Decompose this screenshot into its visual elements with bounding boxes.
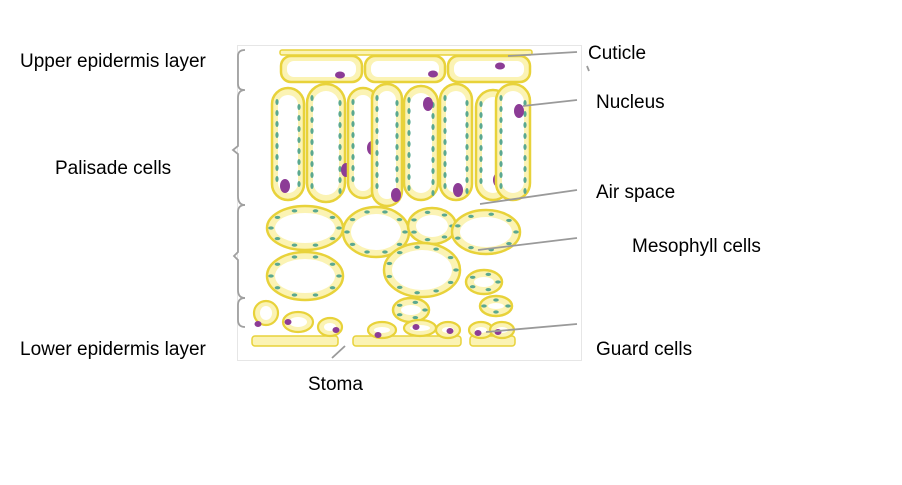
label-air-space: Air space <box>596 182 676 203</box>
palisade-cell <box>370 82 404 208</box>
mesophyll-cell <box>265 250 345 302</box>
lower-cell <box>402 318 438 338</box>
nucleus <box>374 332 382 338</box>
palisade-cell <box>270 86 306 202</box>
palisade-cell <box>402 84 440 202</box>
upper-epidermis-bracket <box>237 49 246 91</box>
mesophyll-cell <box>406 206 458 246</box>
cuticle-tick <box>586 65 590 72</box>
nucleus <box>446 328 454 334</box>
lower-cell <box>467 320 495 340</box>
lower-cell <box>316 316 344 338</box>
label-palisade-cells: Palisade cells <box>55 158 172 179</box>
mesophyll-cell <box>464 268 504 296</box>
mesophyll-cell <box>450 208 522 256</box>
label-upper-epidermis: Upper epidermis layer <box>20 51 206 72</box>
mesophyll-leader <box>477 237 578 251</box>
mesophyll-bracket <box>232 204 246 299</box>
nucleus <box>391 188 401 202</box>
nucleus <box>412 324 420 330</box>
nucleus-leader <box>522 99 578 107</box>
leader-lines <box>331 51 590 359</box>
label-cuticle: Cuticle <box>588 43 647 64</box>
guard-cells-leader <box>485 323 578 333</box>
nucleus <box>254 321 262 327</box>
label-nucleus: Nucleus <box>596 92 665 113</box>
mesophyll-cell <box>391 296 431 324</box>
nucleus <box>284 319 292 325</box>
nucleus <box>514 104 524 118</box>
lower-cell <box>434 320 462 340</box>
mesophyll-cell <box>265 204 345 252</box>
nucleus <box>332 327 340 333</box>
air-space-leader <box>479 189 578 205</box>
palisade-cell <box>494 82 532 202</box>
palisade-cells <box>270 82 532 208</box>
label-mesophyll-cells: Mesophyll cells <box>632 236 761 257</box>
mesophyll-cell <box>382 241 462 299</box>
lower-cell <box>366 320 398 340</box>
palisade-cell <box>346 86 380 200</box>
label-guard-cells: Guard cells <box>596 339 693 360</box>
palisade-cell <box>438 82 474 202</box>
label-lower-epidermis: Lower epidermis layer <box>20 339 206 360</box>
label-stoma: Stoma <box>308 374 363 395</box>
epidermis-nuclei <box>335 62 505 79</box>
lower-cells <box>252 299 516 340</box>
nucleus <box>453 183 463 197</box>
palisade-cell <box>305 82 351 204</box>
nucleus <box>474 330 482 336</box>
nucleus <box>280 179 290 193</box>
cuticle-leader <box>507 51 578 57</box>
brackets <box>231 49 246 328</box>
lower-bracket <box>237 297 246 328</box>
mesophyll-cells <box>265 204 522 324</box>
palisade-bracket <box>231 89 246 206</box>
nucleus <box>423 97 433 111</box>
stoma-leader <box>331 345 346 359</box>
lower-cell <box>281 310 315 334</box>
mesophyll-cell <box>478 294 514 318</box>
lower-cell <box>252 299 280 327</box>
cuticle-layer <box>279 49 533 56</box>
